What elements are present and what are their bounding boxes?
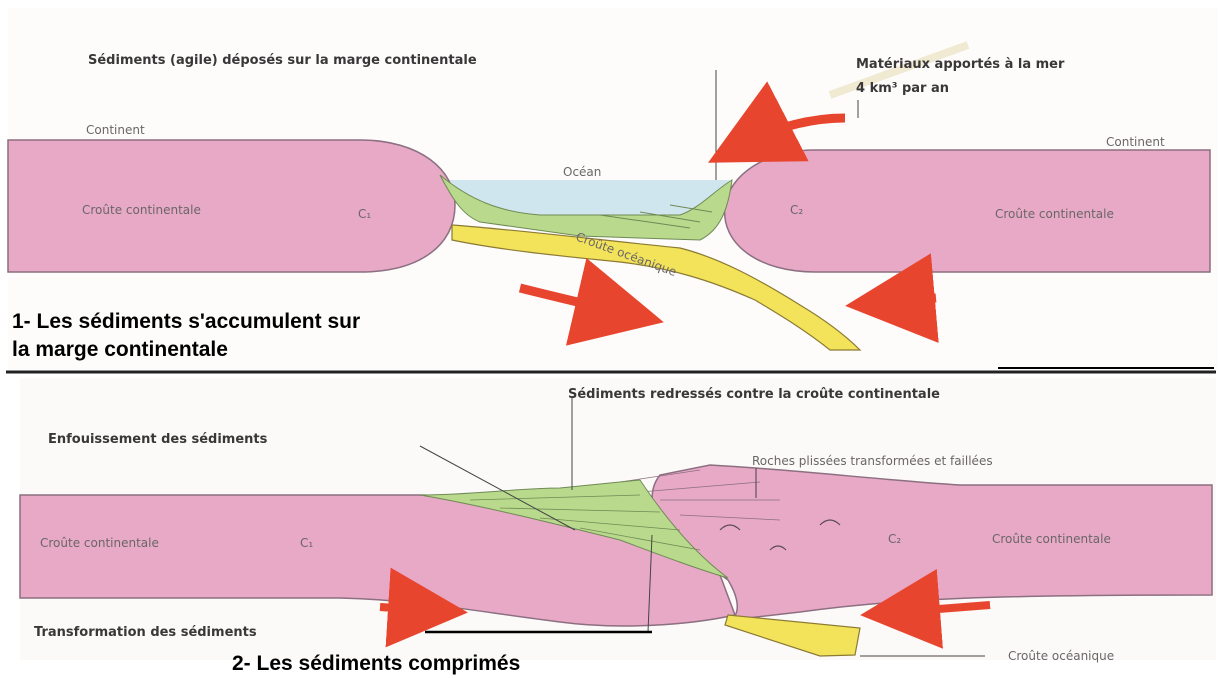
sediments-raised-label: Sédiments redressés contre la croûte con… [568, 387, 940, 402]
folded-rocks-label: Roches plissées transformées et faillées [752, 454, 993, 468]
c1-label-2: C₁ [300, 536, 313, 550]
crust-left-label: Croûte continentale [82, 203, 201, 217]
c2-label-2: C₂ [888, 532, 901, 546]
sediments-deposited-label: Sédiments (agile) déposés sur la marge c… [88, 53, 477, 68]
materials-label-line1: Matériaux apportés à la mer [856, 57, 1065, 72]
crust-left-label-2: Croûte continentale [40, 536, 159, 550]
panel-1: Sédiments (agile) déposés sur la marge c… [8, 8, 1218, 370]
crust-right-label-2: Croûte continentale [992, 532, 1111, 546]
burial-label: Enfouissement des sédiments [48, 432, 268, 447]
arrow-right-push [890, 298, 936, 302]
caption-1-line2: la marge continentale [12, 338, 228, 361]
continental-crust-left [8, 140, 455, 272]
panel-2: Sédiments redressés contre la croûte con… [20, 378, 1216, 675]
crust-right-label: Croûte continentale [995, 207, 1114, 221]
caption-2: 2- Les sédiments comprimés [232, 652, 520, 675]
materials-label-line2: 4 km³ par an [856, 81, 949, 96]
c2-label: C₂ [790, 203, 803, 217]
transformation-label: Transformation des sédiments [34, 625, 257, 640]
oceanic-crust-label-2: Croûte océanique [1008, 649, 1114, 663]
c1-label: C₁ [358, 207, 371, 221]
ocean-label: Océan [563, 165, 601, 179]
arrow-left-push-2 [380, 607, 428, 610]
caption-1-line1: 1- Les sédiments s'accumulent sur [12, 310, 360, 333]
continent-right-label: Continent [1106, 135, 1165, 149]
continent-left-label: Continent [86, 123, 145, 137]
